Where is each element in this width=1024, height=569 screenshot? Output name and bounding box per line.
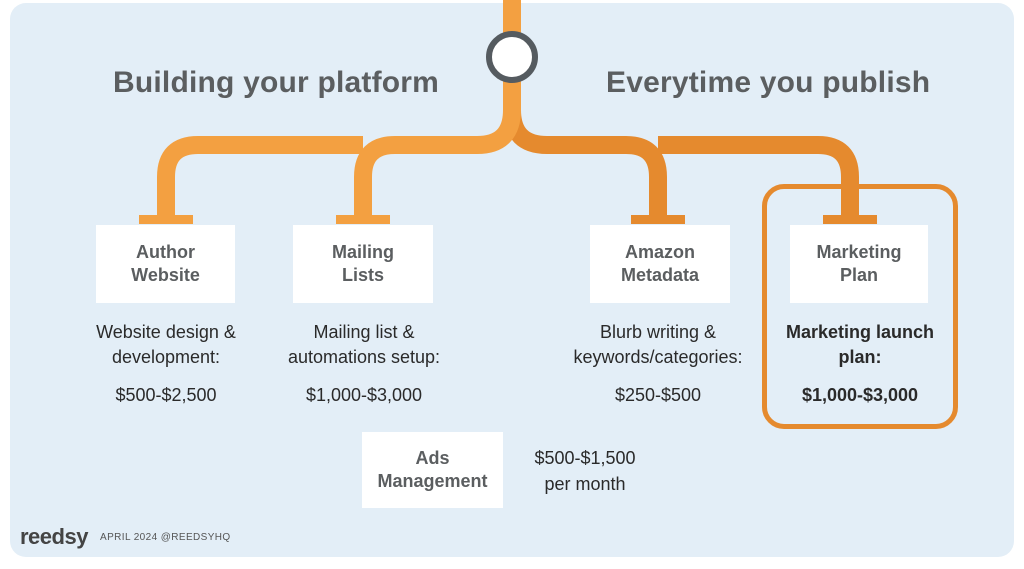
box-label-line1: Marketing (816, 242, 902, 262)
author-website-price: $500-$2,500 (115, 385, 217, 405)
box-label-line2: Plan (839, 265, 878, 285)
heading-building-platform: Building your platform (113, 66, 440, 99)
ads-management-box: Ads Management (362, 432, 503, 508)
author-website-desc: Website design & development: (64, 320, 268, 370)
box-label-line1: Author (136, 242, 195, 262)
marketing-highlight-frame (762, 184, 958, 429)
box-label-line2: Lists (341, 265, 384, 285)
box-label-line2: Metadata (620, 265, 700, 285)
box-label-line2: Management (377, 471, 488, 491)
desc-line2: automations setup: (287, 347, 441, 367)
desc-line1: Mailing list & (313, 322, 415, 342)
cap-mailing-lists (336, 215, 390, 224)
marketing-plan-price: $1,000-$3,000 (801, 385, 919, 405)
author-website-box: Author Website (96, 225, 235, 303)
amazon-metadata-desc: Blurb writing & keywords/categories: (552, 320, 764, 370)
desc-line2: development: (111, 347, 221, 367)
amazon-metadata-box: Amazon Metadata (590, 225, 730, 303)
desc-line2: plan: (838, 347, 882, 367)
amazon-metadata-price: $250-$500 (614, 385, 702, 405)
mailing-lists-box: Mailing Lists (293, 225, 433, 303)
left-branch-line (157, 109, 521, 218)
cap-marketing-plan (823, 215, 877, 224)
reedsy-logo: reedsy (20, 524, 88, 549)
heading-every-publish: Everytime you publish (606, 66, 931, 99)
footer-date-handle: APRIL 2024 @REEDSYHQ (100, 532, 231, 543)
cap-author-website (139, 215, 193, 224)
cap-amazon-metadata (631, 215, 685, 224)
ads-price-line2: per month (544, 474, 626, 494)
ads-management-price: $500-$1,500 per month (520, 445, 650, 497)
box-label-line1: Amazon (624, 242, 695, 262)
box-label-line1: Ads (415, 448, 450, 468)
mailing-lists-price: $1,000-$3,000 (305, 385, 423, 405)
desc-line1: Blurb writing & (599, 322, 717, 342)
desc-line2: keywords/categories: (573, 347, 743, 367)
marketing-plan-desc: Marketing launch plan: (767, 320, 953, 370)
ads-price-line1: $500-$1,500 (534, 448, 636, 468)
box-label-line2: Website (131, 265, 200, 285)
desc-line1: Website design & (96, 322, 236, 342)
node-circle (486, 31, 538, 83)
marketing-plan-box: Marketing Plan (790, 225, 928, 303)
desc-line1: Marketing launch (785, 322, 935, 342)
mailing-lists-desc: Mailing list & automations setup: (262, 320, 466, 370)
box-label-line1: Mailing (332, 242, 394, 262)
